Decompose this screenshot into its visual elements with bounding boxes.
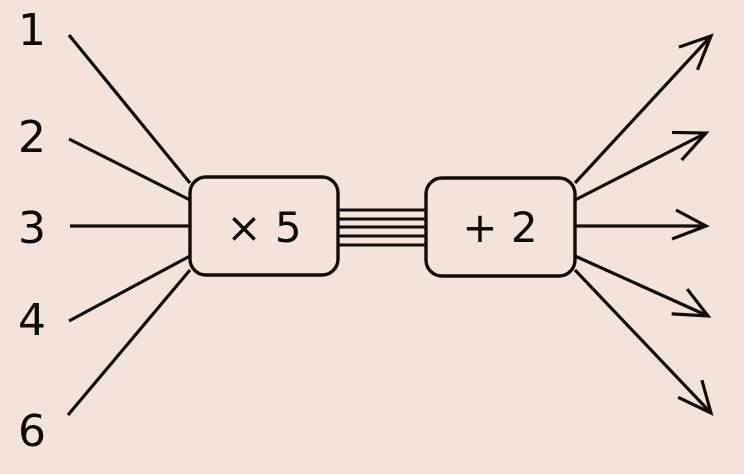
input-line-1	[67, 33, 192, 185]
input-labels-group: 1 2 3 4 6	[18, 5, 46, 457]
machine-label-add-two: + 2	[462, 203, 537, 252]
input-line-4	[68, 254, 191, 323]
output-arrow-4-shaft	[574, 254, 709, 318]
input-label-4: 4	[18, 295, 46, 346]
output-arrow-2-shaft	[574, 131, 707, 202]
output-arrow-2-head	[671, 130, 710, 162]
input-label-3: 3	[18, 203, 46, 254]
input-label-1: 1	[18, 5, 46, 56]
output-arrow-3-head	[671, 208, 710, 241]
machine-label-multiply-by-five: × 5	[226, 203, 301, 252]
input-label-2: 2	[18, 112, 46, 163]
machine-connector-bundle	[338, 208, 426, 247]
machines-group: × 5 + 2	[188, 175, 577, 278]
output-arrow-5-shaft	[573, 268, 713, 415]
output-arrow-1-head	[678, 33, 714, 71]
output-arrow-1-shaft	[573, 34, 713, 185]
output-arrows-group	[573, 33, 714, 416]
input-lines-group	[66, 33, 192, 417]
output-arrow-5-head	[677, 379, 714, 416]
input-line-2	[68, 137, 191, 202]
output-arrow-4-head	[671, 288, 712, 318]
input-line-6	[66, 268, 192, 417]
machine-box-multiply-by-five	[188, 175, 340, 277]
input-label-6: 6	[18, 406, 46, 457]
